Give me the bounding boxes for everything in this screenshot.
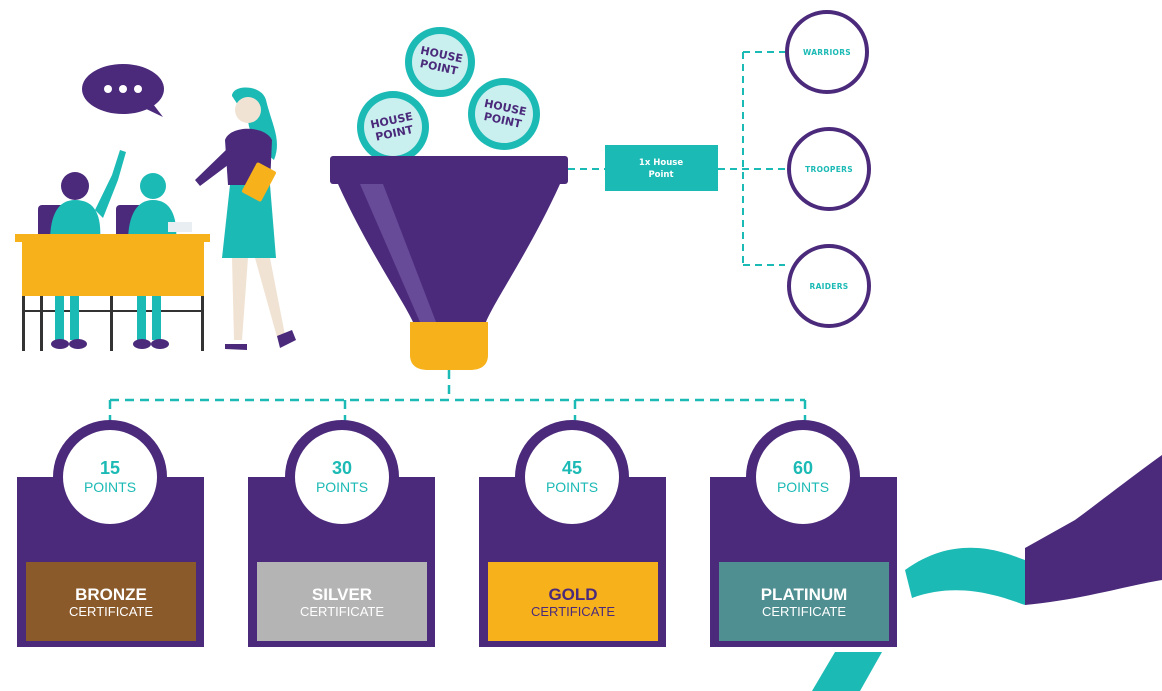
certificate-label: CERTIFICATE — [69, 604, 153, 619]
tier-silver: 30 POINTS SILVER CERTIFICATE — [248, 420, 435, 647]
certificate-swatch — [257, 562, 427, 641]
certificate-label: CERTIFICATE — [300, 604, 384, 619]
student-2 — [128, 173, 192, 242]
tier-points-unit: POINTS — [777, 479, 829, 495]
house-name: RAIDERS — [810, 282, 849, 291]
house-name: TROOPERS — [805, 165, 853, 174]
arrow-label-line1: 1x House — [639, 158, 683, 168]
speech-bubble-icon — [82, 64, 164, 117]
certificate-swatch — [488, 562, 658, 641]
tier-gold: 45 POINTS GOLD CERTIFICATE — [479, 420, 666, 647]
desk — [15, 234, 210, 351]
house-connectors — [568, 51, 785, 266]
tier-points-value: 15 — [100, 458, 120, 478]
tier-platinum: 60 POINTS PLATINUM CERTIFICATE — [710, 420, 897, 647]
tier-points-unit: POINTS — [84, 479, 136, 495]
house-point-coin-icon: HOUSE POINT — [468, 78, 540, 150]
certificate-swatch — [719, 562, 889, 641]
funnel-icon — [330, 156, 568, 370]
house-warriors: WARRIORS — [785, 10, 869, 94]
house-point-coin-icon: HOUSE POINT — [357, 91, 429, 163]
tier-points-value: 30 — [332, 458, 352, 478]
house-point-coin-icon: HOUSE POINT — [405, 27, 475, 97]
certificate-swatch — [26, 562, 196, 641]
certificate-name: SILVER — [312, 585, 372, 604]
tier-bronze: 15 POINTS BRONZE CERTIFICATE — [17, 420, 204, 647]
house-name: WARRIORS — [803, 48, 851, 57]
house-troopers: TROOPERS — [787, 127, 871, 211]
tier-points-unit: POINTS — [546, 479, 598, 495]
decorative-ribbon — [812, 455, 1162, 691]
tier-connectors — [108, 370, 807, 430]
coins: HOUSE POINT HOUSE POINT HOUSE POINT — [357, 27, 540, 163]
houses: WARRIORS TROOPERS RAIDERS — [785, 10, 871, 328]
certificate-label: CERTIFICATE — [762, 604, 846, 619]
tier-points-value: 45 — [562, 458, 582, 478]
arrow-label-line2: Point — [648, 170, 673, 180]
tier-points-value: 60 — [793, 458, 813, 478]
certificate-name: GOLD — [548, 585, 597, 604]
tier-points-unit: POINTS — [316, 479, 368, 495]
certificate-name: PLATINUM — [761, 585, 848, 604]
house-raiders: RAIDERS — [787, 244, 871, 328]
student-1 — [50, 150, 126, 242]
certificate-name: BRONZE — [75, 585, 147, 604]
house-point-arrow: 1x House Point — [605, 145, 718, 191]
certificate-label: CERTIFICATE — [531, 604, 615, 619]
teacher — [195, 87, 296, 350]
classroom-illustration — [15, 64, 296, 351]
